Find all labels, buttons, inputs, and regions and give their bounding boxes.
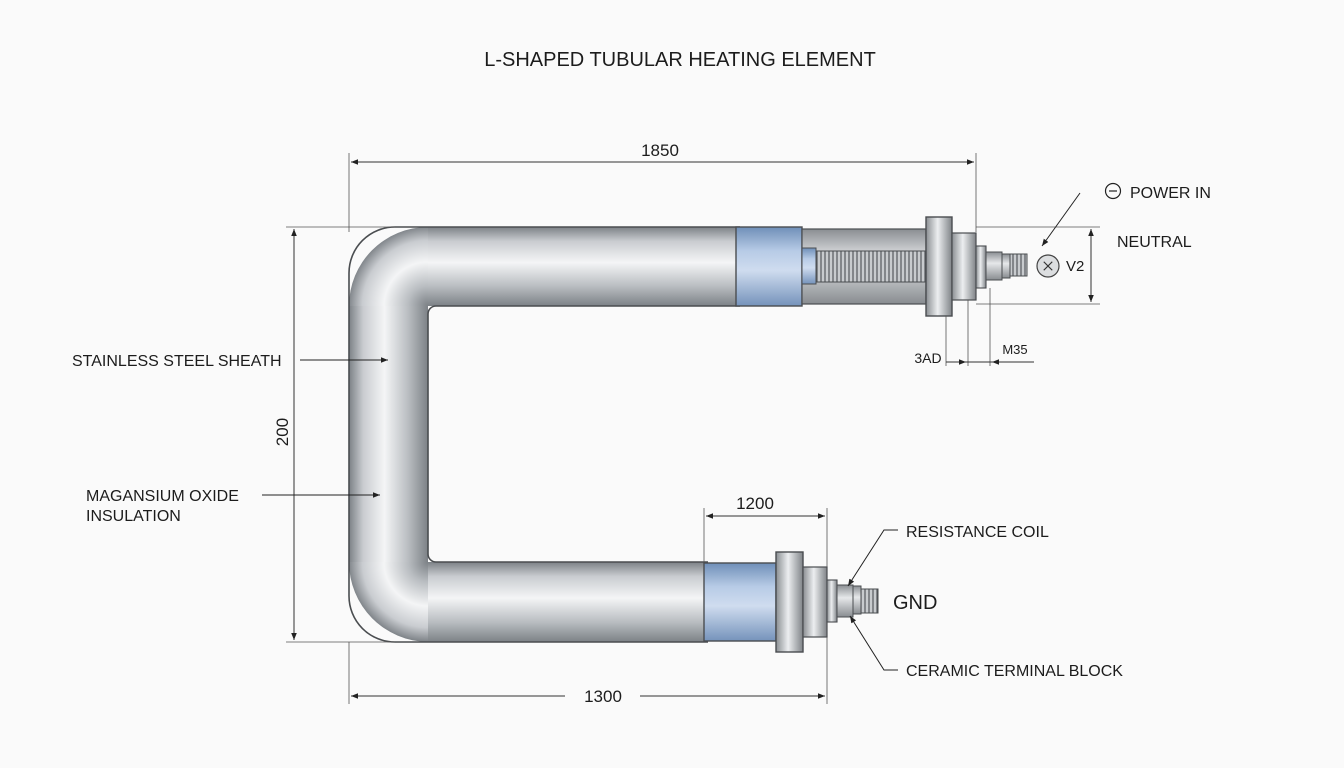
top-terminal-assembly [735, 216, 1028, 317]
gnd-label: GND [893, 592, 937, 614]
dimension-bottom-length: 1300 [348, 637, 828, 706]
diagram-title: L-SHAPED TUBULAR HEATING ELEMENT [484, 49, 876, 71]
power-in-label: POWER IN [1130, 185, 1211, 202]
resistance-coil-callout: RESISTANCE COIL [847, 524, 1049, 587]
dimension-height: 200 [273, 226, 395, 643]
power-in-callout: POWER IN [1041, 182, 1211, 247]
dimension-bottom-fitting: 1200 [703, 494, 828, 567]
dimension-height-value: 200 [273, 418, 292, 446]
insulation-label-line2: INSULATION [86, 508, 181, 525]
dimension-top-length-value: 1850 [641, 141, 679, 160]
dimension-top-length: 1850 [348, 141, 977, 232]
bottom-terminal-assembly [703, 551, 879, 653]
minus-circle-icon [1104, 182, 1122, 200]
neutral-label: NEUTRAL [1117, 234, 1192, 251]
ceramic-block-callout: CERAMIC TERMINAL BLOCK [849, 615, 1123, 680]
dimension-bottom-fitting-value: 1200 [736, 494, 774, 513]
ceramic-block-label: CERAMIC TERMINAL BLOCK [906, 663, 1123, 680]
stainless-steel-tube [348, 226, 740, 643]
dimension-thread: 3AD M35 [914, 288, 1034, 366]
sheath-callout: STAINLESS STEEL SHEATH [72, 353, 388, 370]
insulation-callout: MAGANSIUM OXIDE INSULATION [86, 488, 380, 525]
resistance-coil-label: RESISTANCE COIL [906, 524, 1049, 541]
dimension-thread-a-value: 3AD [914, 350, 941, 366]
insulation-label-line1: MAGANSIUM OXIDE [86, 488, 239, 505]
dimension-bottom-length-value: 1300 [584, 687, 622, 706]
dimension-thread-b-value: M35 [1002, 342, 1027, 357]
v2-label: V2 [1066, 258, 1084, 275]
sheath-label: STAINLESS STEEL SHEATH [72, 353, 282, 370]
dimension-terminal-height [976, 226, 1100, 305]
v2-callout: V2 [1036, 254, 1084, 278]
plus-circle-icon [1036, 254, 1060, 278]
